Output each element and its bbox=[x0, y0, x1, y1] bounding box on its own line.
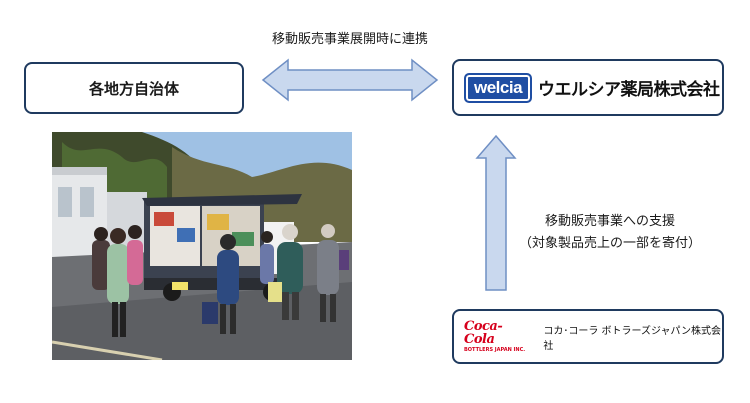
welcia-box: welcia ウエルシア薬局株式会社 bbox=[452, 59, 724, 116]
coca-cola-box: Coca-Cola BOTTLERS JAPAN INC. コカ･コーラ ボトラ… bbox=[452, 309, 724, 364]
coca-cola-company-name: コカ･コーラ ボトラーズジャパン株式会社 bbox=[543, 325, 722, 352]
coca-cola-logo-script: Coca-Cola bbox=[464, 319, 503, 347]
coca-cola-logo: Coca-Cola BOTTLERS JAPAN INC. bbox=[464, 320, 529, 353]
collaboration-caption: 移動販売事業展開時に連携 bbox=[271, 32, 428, 47]
mobile-sales-truck-photo bbox=[52, 132, 352, 360]
welcia-logo: welcia bbox=[464, 72, 533, 103]
local-governments-label: 各地方自治体 bbox=[88, 79, 179, 98]
support-caption-line1: 移動販売事業への支援 bbox=[544, 214, 675, 229]
local-governments-box: 各地方自治体 bbox=[24, 62, 244, 114]
coca-cola-logo-sub: BOTTLERS JAPAN INC. bbox=[464, 347, 526, 353]
double-arrow bbox=[261, 58, 439, 102]
welcia-company-name: ウエルシア薬局株式会社 bbox=[538, 80, 720, 100]
support-caption-line2: （対象製品売上の一部を寄付） bbox=[518, 236, 701, 251]
up-arrow bbox=[475, 134, 517, 291]
